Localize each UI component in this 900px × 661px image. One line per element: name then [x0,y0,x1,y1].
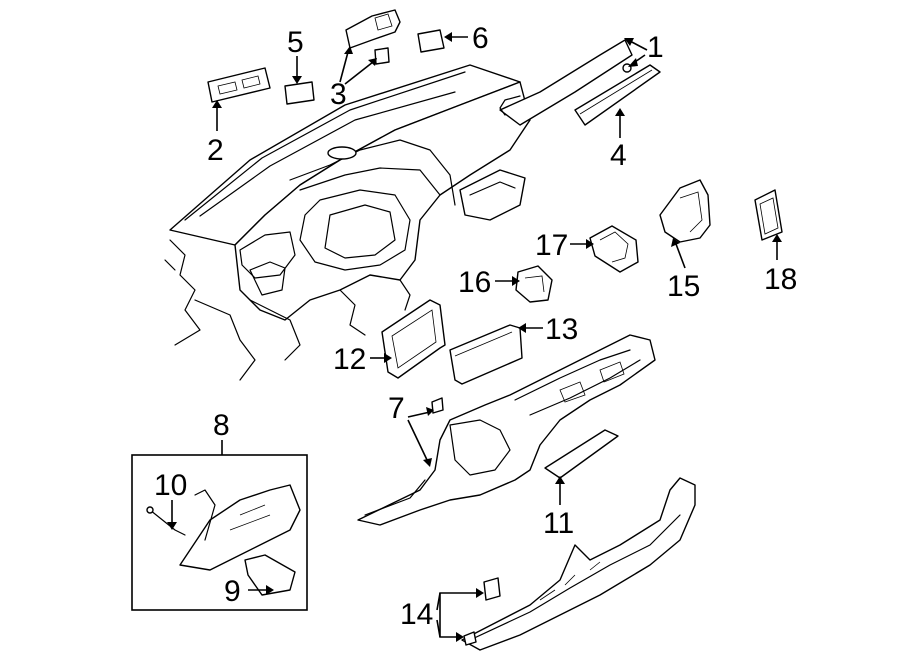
callout-13: 13 [545,313,578,346]
leader-lines [167,32,782,642]
callout-3: 3 [330,78,347,111]
callout-16: 16 [458,266,491,299]
part-2-bezel [207,67,271,103]
callout-10: 10 [154,469,187,502]
callout-4: 4 [610,139,627,172]
callout-labels: 1 2 3 4 5 6 7 8 9 10 11 12 13 14 15 16 1… [154,22,797,631]
callout-5: 5 [287,26,304,59]
part-9-latch [244,554,296,596]
part-15-side-panel [659,179,711,243]
part-17-bracket [589,225,639,273]
part-3-cluster-trim [345,9,401,65]
part-1-top-cover [499,39,633,126]
callout-15: 15 [667,270,700,303]
callout-8: 8 [213,409,230,442]
part-5-pad [284,81,315,105]
instrument-panel [164,64,531,381]
part-14-knee-bolster [461,477,696,651]
callout-12: 12 [333,343,366,376]
part-11-lower-trim [544,429,619,479]
part-4-trim-strip [574,64,661,126]
part-12-display-bezel [381,299,446,379]
callout-1: 1 [647,31,664,64]
part-10-strut [146,506,186,536]
part-18-cover [754,189,783,241]
callout-17: 17 [535,229,568,262]
callout-6: 6 [472,22,489,55]
part-7-lower-panel [357,334,656,526]
callout-14: 14 [400,598,433,631]
callout-18: 18 [764,263,797,296]
callout-2: 2 [207,134,224,167]
callout-11: 11 [543,507,574,540]
callout-7: 7 [388,392,405,425]
part-8-glove-box [179,484,301,571]
part-6-label [417,29,445,53]
callout-9: 9 [224,575,241,608]
glove-box-inset-frame [131,454,308,611]
part-13-display-housing [449,324,523,385]
part-16-clip [515,265,553,303]
